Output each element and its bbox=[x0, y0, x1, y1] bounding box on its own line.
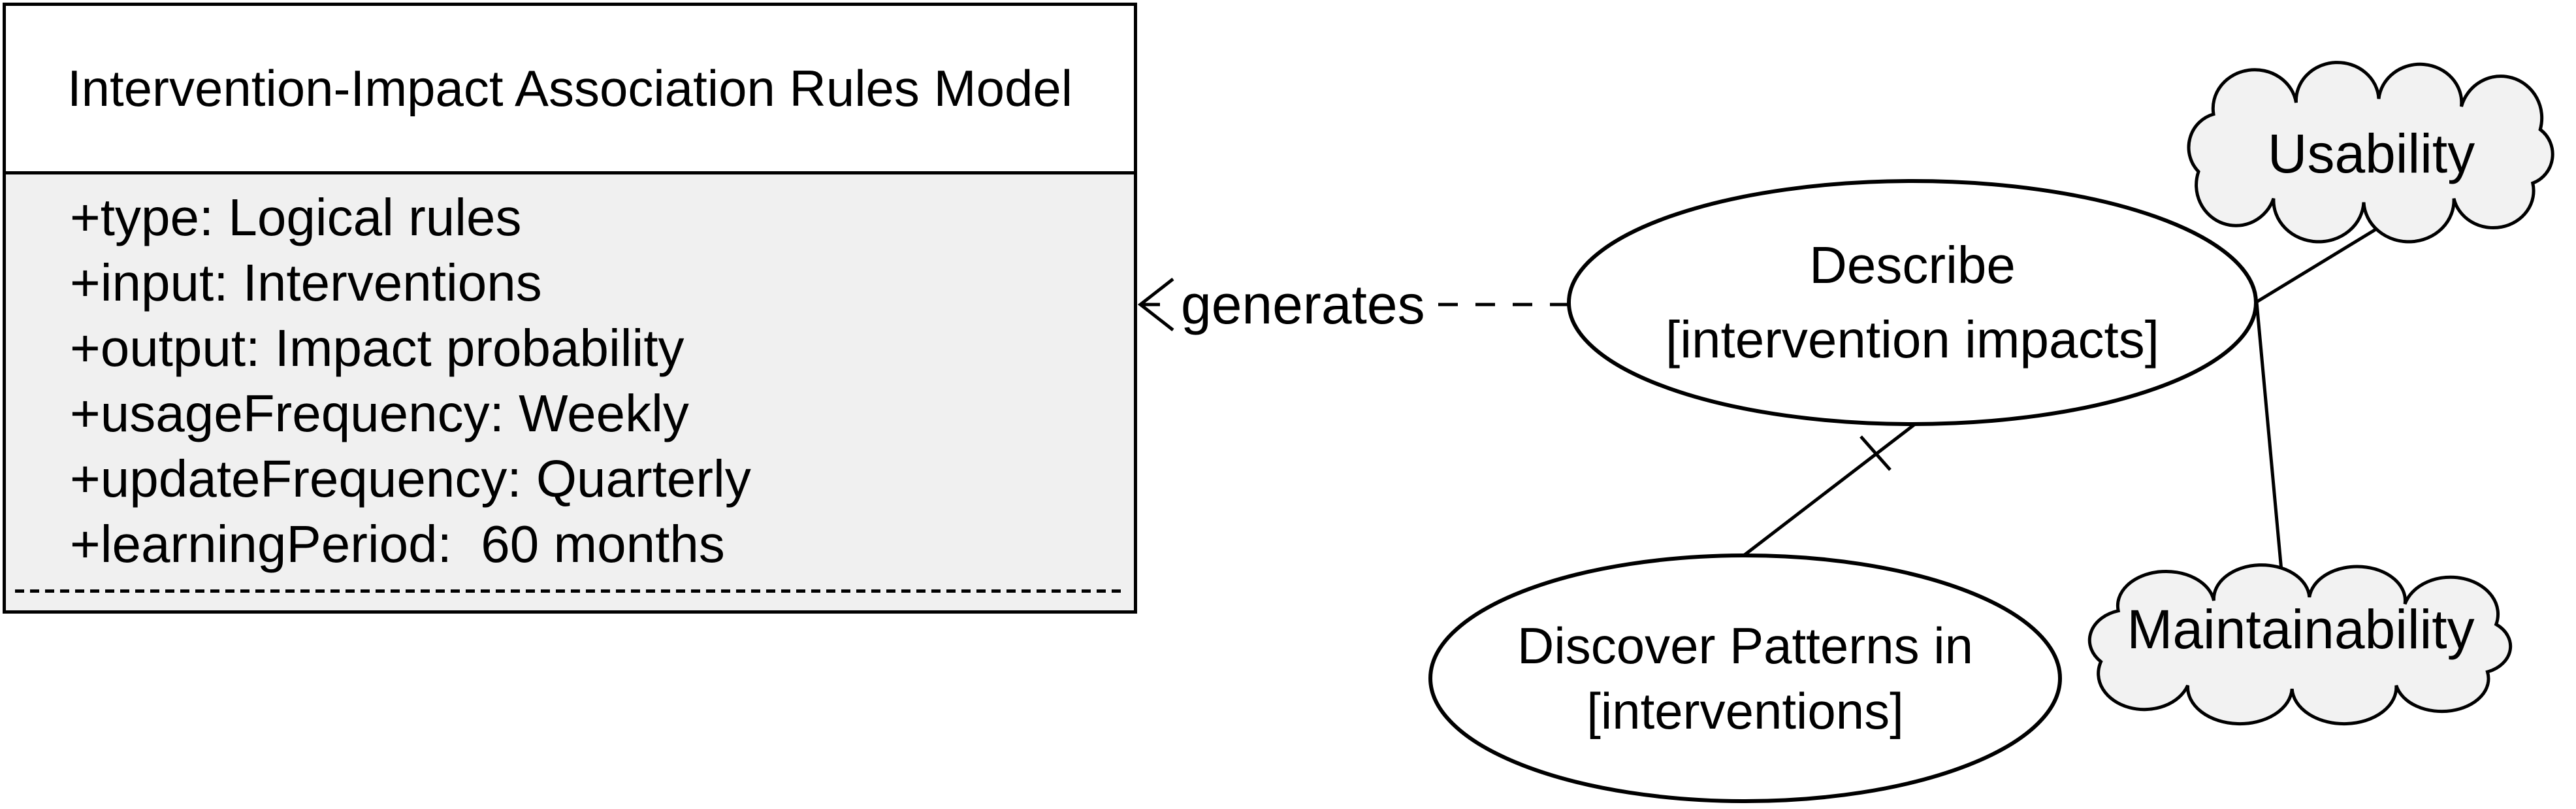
maintainability-cloud-path bbox=[2089, 565, 2510, 724]
maintainability-cloud-shape bbox=[2089, 565, 2510, 724]
discover-usecase-ellipse bbox=[1428, 553, 2062, 803]
describe-usecase-label: Describe [intervention impacts] bbox=[1569, 181, 2256, 424]
attribute-update-frequency: +updateFrequency: Quarterly bbox=[70, 450, 751, 508]
attribute-input: +input: Interventions bbox=[70, 254, 542, 312]
model-class-box: Intervention-Impact Association Rules Mo… bbox=[3, 3, 1137, 614]
describe-usecase-ellipse bbox=[1567, 179, 2258, 426]
describe-usecase-line2: [intervention impacts] bbox=[1666, 310, 2159, 369]
describe-usability-connector-line bbox=[2255, 216, 2396, 304]
discover-usecase-line2: [interventions] bbox=[1586, 682, 1904, 740]
attribute-output: +output: Impact probability bbox=[70, 319, 684, 377]
usability-cloud-shape bbox=[2189, 63, 2552, 242]
class-box-attributes: +type: Logical rules +input: Interventio… bbox=[6, 174, 1134, 610]
describe-discover-connector-line bbox=[1737, 423, 1916, 561]
maintainability-cloud-label: Maintainability bbox=[2127, 599, 2475, 660]
usability-cloud-label: Usability bbox=[2267, 123, 2475, 184]
methods-compartment-dotted-separator bbox=[15, 589, 1125, 593]
attribute-learning-period: +learningPeriod: 60 months bbox=[70, 515, 725, 573]
class-box-title: Intervention-Impact Association Rules Mo… bbox=[6, 6, 1134, 174]
describe-maintainability-connector-line bbox=[2255, 301, 2285, 586]
generates-dependency-label: generates bbox=[1174, 274, 1432, 335]
generates-arrowhead-icon bbox=[1137, 278, 1174, 331]
attribute-usage-frequency: +usageFrequency: Weekly bbox=[70, 384, 689, 442]
attribute-type: +type: Logical rules bbox=[70, 188, 522, 246]
discover-usecase-label: Discover Patterns in [interventions] bbox=[1430, 555, 2060, 801]
usability-cloud-path bbox=[2189, 63, 2552, 242]
connector-tick-mark bbox=[1860, 435, 1892, 471]
describe-usecase-line1: Describe bbox=[1809, 236, 2016, 294]
discover-usecase-line1: Discover Patterns in bbox=[1517, 617, 1973, 674]
